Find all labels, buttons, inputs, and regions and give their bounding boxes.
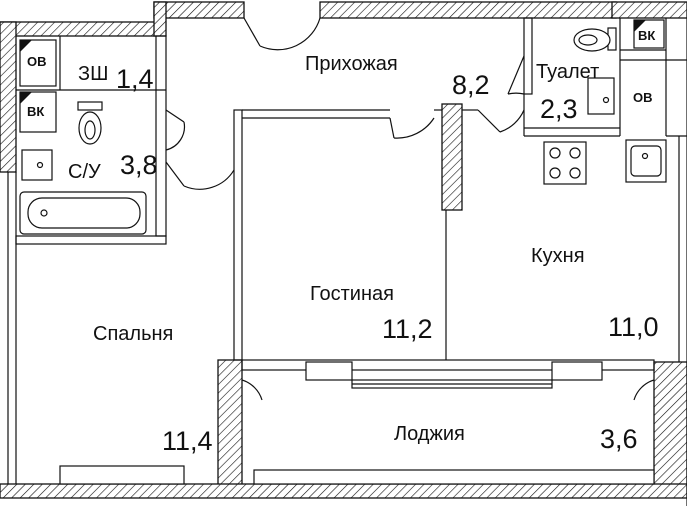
kitchen-sink-icon	[625, 139, 667, 183]
toilet-icon	[573, 27, 617, 52]
interior-walls	[7, 17, 687, 506]
doors	[165, 17, 655, 401]
room-area-loggia: 3,6	[600, 424, 638, 454]
room-name-toilet: Туалет	[536, 61, 599, 83]
room-name-living: Гостиная	[310, 283, 394, 305]
room-name-closet: ЗШ	[78, 63, 108, 85]
shaft-ov-right: ОВ	[633, 90, 653, 105]
shaft-ov-left: ОВ	[27, 54, 47, 69]
room-area-hallway: 8,2	[452, 70, 490, 100]
shaft-vk-left: ВК	[27, 104, 44, 119]
room-name-hallway: Прихожая	[305, 53, 398, 75]
room-area-bedroom: 11,4	[162, 426, 213, 456]
shaft-vk-right: ВК	[638, 28, 655, 43]
room-labels: Прихожая 8,2 ЗШ 1,4 С/У 3,8 Туалет 2,3 К…	[68, 53, 659, 456]
room-area-toilet: 2,3	[540, 94, 578, 124]
room-area-living: 11,2	[382, 314, 433, 344]
room-area-closet: 1,4	[116, 64, 154, 94]
sink-icon	[587, 77, 615, 115]
room-name-kitchen: Кухня	[531, 245, 585, 267]
room-name-bedroom: Спальня	[93, 323, 173, 345]
shafts: ОВ ВК ВК ОВ	[19, 19, 665, 133]
fixtures	[19, 27, 667, 235]
room-name-bathroom: С/У	[68, 161, 101, 183]
toilet-icon	[77, 101, 103, 145]
room-area-kitchen: 11,0	[608, 312, 659, 342]
room-name-loggia: Лоджия	[394, 423, 465, 445]
stove-icon	[543, 141, 587, 185]
room-area-bathroom: 3,8	[120, 150, 158, 180]
